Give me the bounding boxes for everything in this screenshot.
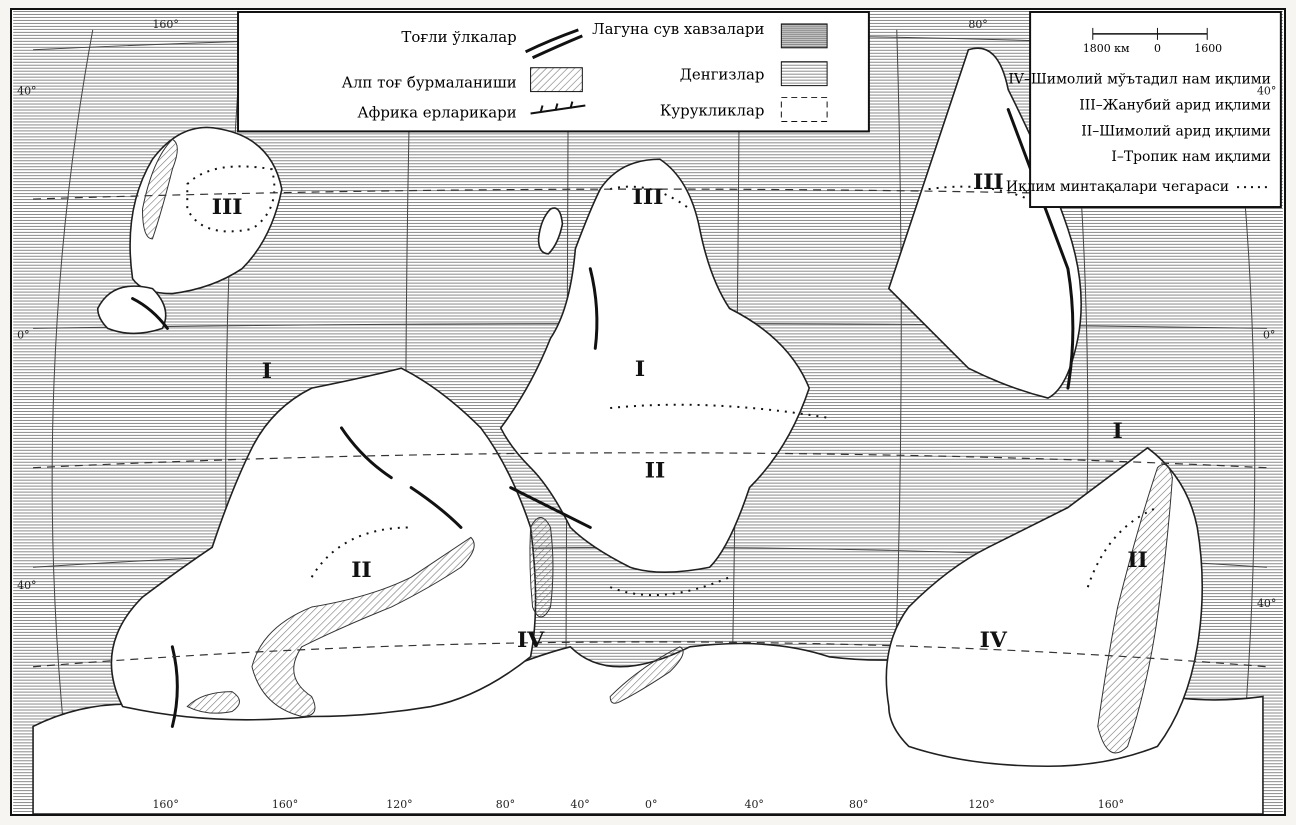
graticule-label: 80° xyxy=(968,18,987,31)
zone-label: I xyxy=(262,358,272,384)
graticule-label: 160° xyxy=(272,798,298,811)
legend-seas-label: Денгизлар xyxy=(680,66,765,84)
hatch-box-icon xyxy=(780,61,828,87)
legend-box: Лагуна сув хавзалари Денгизлар Курукликл… xyxy=(237,10,870,133)
graticule-label: 0° xyxy=(1263,328,1275,341)
dense-hatch-box-icon xyxy=(780,23,828,49)
graticule-label: 40° xyxy=(745,798,764,811)
scale-bar: 1600 0 1800 км xyxy=(1083,27,1222,55)
map-frame: Лагуна сув хавзалари Денгизлар Курукликл… xyxy=(10,8,1286,816)
ridge-line-icon xyxy=(530,101,586,115)
graticule-label: 120° xyxy=(968,798,994,811)
continent-left-lower xyxy=(110,367,537,721)
shaded-oval-icon xyxy=(530,67,583,93)
zone-label: I xyxy=(635,356,645,382)
scale-label-mid: 0 xyxy=(1154,42,1161,55)
island-west xyxy=(96,285,167,335)
paleogeographic-map: Лагуна сув хавзалари Денгизлар Курукликл… xyxy=(13,10,1283,814)
zone-label: IV xyxy=(980,627,1008,653)
graticule-label: 120° xyxy=(386,798,412,811)
legend-alpine-label: Алп тоғ бурмаланиши xyxy=(342,74,517,92)
continent-center xyxy=(499,158,811,573)
climate-zone-iv-label: IV–Шимолий мўътадил нам иқлими xyxy=(1008,72,1271,88)
dashed-box-icon xyxy=(780,97,828,122)
zone-label: II xyxy=(1127,547,1147,573)
graticule-label: 40° xyxy=(570,798,589,811)
graticule-label: 80° xyxy=(849,798,868,811)
climate-legend: 1600 0 1800 км Иқлим минтақалари чегарас… xyxy=(1006,10,1282,209)
continent-right-upper xyxy=(887,47,1082,399)
zone-label: II xyxy=(645,458,665,484)
climate-boundary-label: Иқлим минтақалари чегараси xyxy=(1006,179,1229,195)
legend-lagoon-label: Лагуна сув хавзалари xyxy=(592,20,764,38)
alpine-fold-belts xyxy=(142,138,1173,754)
zone-label: I xyxy=(1113,418,1123,444)
graticule-label: 40° xyxy=(1257,597,1276,610)
legend-land-label: Курукликлар xyxy=(660,101,765,119)
climate-zone-ii-label: II–Шимолий арид иқлими xyxy=(1081,123,1271,139)
climate-zone-i-label: I–Тропик нам иқлими xyxy=(1111,149,1271,165)
graticule-label: 80° xyxy=(496,798,515,811)
island-central-north xyxy=(537,207,564,255)
graticule-label: 160° xyxy=(152,798,178,811)
mountain-lines xyxy=(131,108,1075,728)
scale-label-right: 1800 км xyxy=(1083,42,1130,55)
zone-label: III xyxy=(973,169,1004,195)
scale-label-left: 1600 xyxy=(1194,42,1222,55)
graticule-label: 160° xyxy=(152,18,178,31)
climate-zone-iii-label: III–Жанубий арид иқлими xyxy=(1079,98,1271,114)
graticule-label: 40° xyxy=(1257,85,1276,98)
zone-label: II xyxy=(351,557,371,583)
graticule-label: 160° xyxy=(1098,798,1124,811)
zone-label: III xyxy=(633,184,664,210)
zone-label: IV xyxy=(517,627,545,653)
legend-africa-label: Африка ерларикари xyxy=(357,103,516,121)
graticule-label: 40° xyxy=(17,85,36,98)
graticule-label: 40° xyxy=(17,579,36,592)
zone-label: III xyxy=(212,194,243,220)
legend-mountain-label: Тоғли ўлкалар xyxy=(401,28,516,46)
double-line-icon xyxy=(524,28,583,60)
graticule-label: 0° xyxy=(645,798,657,811)
graticule-labels: 160° 80° 160° 160° 120° 80° 40° 0° 40° 8… xyxy=(17,18,1276,811)
zone-labels: III III III I I I II II II IV IV xyxy=(212,169,1148,653)
graticule-label: 0° xyxy=(17,328,29,341)
